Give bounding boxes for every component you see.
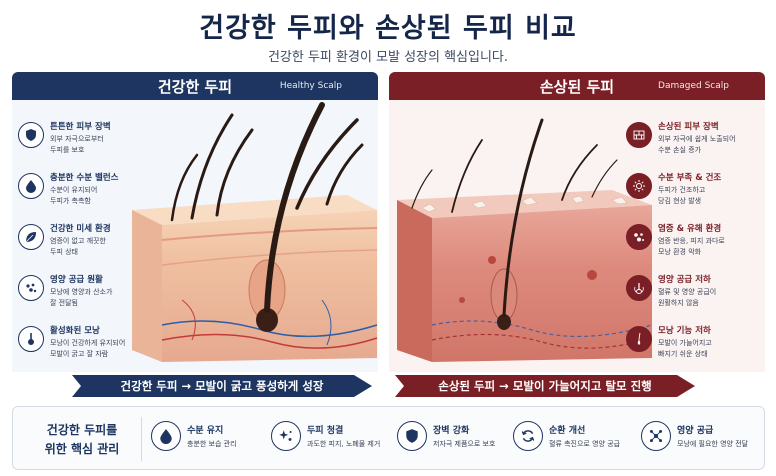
damaged-feature-dryness: 수분 부족 & 건조 두피가 건조하고 당김 현상 발생 <box>626 173 746 206</box>
feature-desc: 두피가 촉촉함 <box>50 197 91 205</box>
healthy-feature-moisture: 충분한 수분 밸런스 수분이 유지되어 두피가 촉촉함 <box>18 173 138 206</box>
follicle-icon <box>18 326 44 352</box>
damaged-scalp-illustration <box>397 118 653 362</box>
healthy-feature-environment: 건강한 미세 환경 염증이 없고 깨끗한 두피 상태 <box>18 224 138 257</box>
damaged-feature-follicle: 모낭 기능 저하 모발이 가늘어지고 빠지기 쉬운 상태 <box>626 326 746 359</box>
feature-desc: 모발이 가늘어지고 <box>658 339 712 347</box>
divider <box>141 417 142 461</box>
brick-wall-icon <box>626 122 652 148</box>
cycle-icon <box>513 421 543 451</box>
feature-desc: 수분이 유지되어 <box>50 186 98 194</box>
feature-desc: 외부 자극에 쉽게 노출되어 <box>658 135 736 143</box>
inflammation-icon <box>626 224 652 250</box>
weak-follicle-icon <box>626 326 652 352</box>
healthy-result-banner: 건강한 두피 → 모발이 굵고 풍성하게 성장 <box>72 375 372 397</box>
dry-sun-icon <box>626 173 652 199</box>
damaged-panel-header: 손상된 두피 Damaged Scalp <box>389 72 765 100</box>
feature-title: 영양 공급 저하 <box>658 275 711 285</box>
care-item-title: 영양 공급 <box>677 426 714 436</box>
damaged-feature-inflammation: 염증 & 유해 환경 염증 반응, 피지 과다로 모낭 환경 악화 <box>626 224 746 257</box>
damaged-panel-title: 손상된 두피 <box>539 77 615 96</box>
feature-desc: 두피를 보호 <box>50 146 85 154</box>
feature-desc: 수분 손실 증가 <box>658 146 702 154</box>
water-drop-icon <box>18 173 44 199</box>
leaf-icon <box>18 224 44 250</box>
care-item-nutrition: 영양 공급 모낭에 필요한 영양 전달 <box>641 421 748 451</box>
damaged-result-banner: 손상된 두피 → 모발이 가늘어지고 탈모 진행 <box>395 375 695 397</box>
healthy-panel-header: 건강한 두피 Healthy Scalp <box>12 72 378 100</box>
care-item-title: 장벽 강화 <box>433 426 470 436</box>
damaged-feature-nutrition: 영양 공급 저하 혈류 및 영양 공급이 원활하지 않음 <box>626 275 746 308</box>
feature-desc: 모낭이 건강하게 유지되어 <box>50 339 126 347</box>
shield-icon <box>397 421 427 451</box>
feature-desc: 염증 반응, 피지 과다로 <box>658 237 725 245</box>
feature-desc: 혈류 및 영양 공급이 <box>658 288 717 296</box>
key-care-title-line2: 위한 핵심 관리 <box>44 442 120 456</box>
feature-desc: 두피 상태 <box>50 248 78 256</box>
feature-desc: 잘 전달됨 <box>50 299 78 307</box>
feature-desc: 모발이 굵고 잘 자람 <box>50 350 109 358</box>
healthy-feature-follicle: 활성화된 모낭 모낭이 건강하게 유지되어 모발이 굵고 잘 자람 <box>18 326 138 359</box>
feature-title: 모낭 기능 저하 <box>658 326 711 336</box>
feature-desc: 원활하지 않음 <box>658 299 699 307</box>
nutrient-dots-icon <box>18 275 44 301</box>
feature-title: 영양 공급 원활 <box>50 275 103 285</box>
care-item-desc: 과도한 피지, 노폐물 제거 <box>307 440 381 448</box>
weak-supply-icon <box>626 275 652 301</box>
page-subtitle: 건강한 두피 환경이 모발 성장의 핵심입니다. <box>267 50 509 65</box>
care-item-desc: 저자극 제품으로 보호 <box>433 440 496 448</box>
feature-title: 활성화된 모낭 <box>50 326 100 336</box>
care-item-circulation: 순환 개선 혈류 촉진으로 영양 공급 <box>513 421 620 451</box>
damaged-panel-title-en: Damaged Scalp <box>658 81 729 91</box>
care-item-cleanse: 두피 청결 과도한 피지, 노폐물 제거 <box>271 421 380 451</box>
damaged-feature-barrier: 손상된 피부 장벽 외부 자극에 쉽게 노출되어 수분 손실 증가 <box>626 122 746 155</box>
feature-title: 충분한 수분 밸런스 <box>50 173 119 183</box>
key-care-title-line1: 건강한 두피를 <box>46 423 118 437</box>
feature-desc: 모낭 환경 악화 <box>658 248 702 256</box>
healthy-scalp-illustration <box>132 102 378 362</box>
feature-desc: 외부 자극으로부터 <box>50 135 104 143</box>
sparkle-icon <box>271 421 301 451</box>
care-item-desc: 혈류 촉진으로 영양 공급 <box>549 440 621 448</box>
care-item-title: 두피 청결 <box>307 426 344 436</box>
feature-title: 수분 부족 & 건조 <box>658 173 722 183</box>
healthy-panel-title-en: Healthy Scalp <box>279 81 342 91</box>
care-item-desc: 충분한 보습 관리 <box>187 440 237 448</box>
molecule-icon <box>641 421 671 451</box>
page-title: 건강한 두피와 손상된 두피 비교 <box>199 13 577 44</box>
key-care-section: 건강한 두피를 위한 핵심 관리 수분 유지 충분한 보습 관리 두피 청결 과… <box>12 406 765 470</box>
feature-desc: 당김 현상 발생 <box>658 197 702 205</box>
care-item-title: 수분 유지 <box>187 426 224 436</box>
feature-title: 건강한 미세 환경 <box>50 224 111 234</box>
care-item-title: 순환 개선 <box>549 426 586 436</box>
water-drop-icon <box>151 421 181 451</box>
healthy-panel-title: 건강한 두피 <box>157 77 233 96</box>
feature-desc: 모낭에 영양과 산소가 <box>50 288 113 296</box>
feature-title: 튼튼한 피부 장벽 <box>50 122 111 132</box>
feature-title: 손상된 피부 장벽 <box>658 122 719 132</box>
feature-desc: 두피가 건조하고 <box>658 186 706 194</box>
feature-desc: 염증이 없고 깨끗한 <box>50 237 106 245</box>
shield-icon <box>18 122 44 148</box>
care-item-moisture: 수분 유지 충분한 보습 관리 <box>151 421 237 451</box>
key-care-title: 건강한 두피를 위한 핵심 관리 <box>27 421 137 459</box>
care-item-desc: 모낭에 필요한 영양 전달 <box>677 440 749 448</box>
feature-desc: 빠지기 쉬운 상태 <box>658 350 708 358</box>
care-item-barrier: 장벽 강화 저자극 제품으로 보호 <box>397 421 495 451</box>
healthy-feature-barrier: 튼튼한 피부 장벽 외부 자극으로부터 두피를 보호 <box>18 122 138 155</box>
healthy-feature-nutrition: 영양 공급 원활 모낭에 영양과 산소가 잘 전달됨 <box>18 275 138 308</box>
feature-title: 염증 & 유해 환경 <box>658 224 722 234</box>
